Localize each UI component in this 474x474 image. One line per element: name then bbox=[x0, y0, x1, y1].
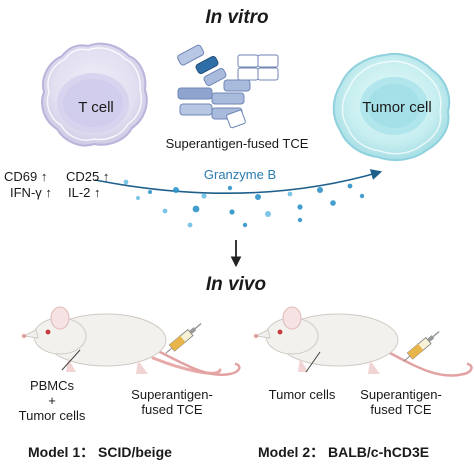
granzyme-granule bbox=[317, 187, 323, 193]
granzyme-granule bbox=[297, 204, 303, 210]
granzyme-granule bbox=[136, 196, 140, 200]
in-vivo-heading: In vivo bbox=[205, 274, 267, 295]
granzyme-granule bbox=[227, 185, 233, 191]
model2-label: Model 2： BALB/c-hCD3E bbox=[258, 444, 430, 460]
model1-label: Model 1： SCID/beige bbox=[28, 444, 172, 460]
granzyme-granule bbox=[173, 187, 179, 193]
granzyme-granule bbox=[297, 217, 303, 223]
in-vitro-heading: In vitro bbox=[205, 7, 269, 28]
granzyme-granule bbox=[229, 209, 235, 215]
mouse-model1-icon bbox=[22, 306, 241, 377]
granzyme-granule bbox=[242, 222, 248, 228]
model2-injection-left: Tumor cells bbox=[268, 387, 336, 402]
t-cell-label: T cell bbox=[78, 99, 114, 116]
tumor-cell-label: Tumor cell bbox=[362, 99, 431, 116]
granzyme-granule bbox=[347, 183, 353, 189]
tce-label: Superantigen-fused TCE bbox=[166, 136, 309, 151]
granzyme-label: Granzyme B bbox=[204, 167, 276, 182]
granzyme-granule bbox=[265, 211, 271, 217]
syringe-model2-icon bbox=[403, 330, 440, 362]
granzyme-granule bbox=[255, 194, 261, 200]
syringe-model1-icon bbox=[165, 322, 202, 354]
granzyme-granule bbox=[162, 208, 168, 214]
model1-injection-right: Superantigen- fused TCE bbox=[131, 387, 213, 417]
granzyme-granule bbox=[123, 179, 129, 185]
granzyme-granules bbox=[123, 179, 365, 228]
granzyme-granule bbox=[192, 205, 200, 213]
granzyme-granule bbox=[287, 191, 293, 197]
tce-molecule-icon bbox=[177, 44, 279, 129]
granzyme-granule bbox=[148, 190, 152, 194]
marker-cd25: CD25 ↑ bbox=[66, 169, 109, 184]
marker-ifng: IFN-γ ↑ bbox=[10, 185, 52, 200]
granzyme-granule bbox=[330, 200, 336, 206]
granzyme-arrow bbox=[94, 169, 383, 195]
model1-injection-left: PBMCs + Tumor cells bbox=[18, 378, 86, 423]
granzyme-granule bbox=[201, 193, 207, 199]
mouse-model2-icon bbox=[254, 306, 473, 377]
model2-injection-right: Superantigen- fused TCE bbox=[360, 387, 442, 417]
granzyme-granule bbox=[359, 193, 365, 199]
granzyme-granule bbox=[187, 222, 193, 228]
t-cell bbox=[41, 42, 148, 147]
tumor-cell bbox=[332, 52, 451, 162]
marker-cd69: CD69 ↑ bbox=[4, 169, 47, 184]
marker-il2: IL-2 ↑ bbox=[68, 185, 101, 200]
